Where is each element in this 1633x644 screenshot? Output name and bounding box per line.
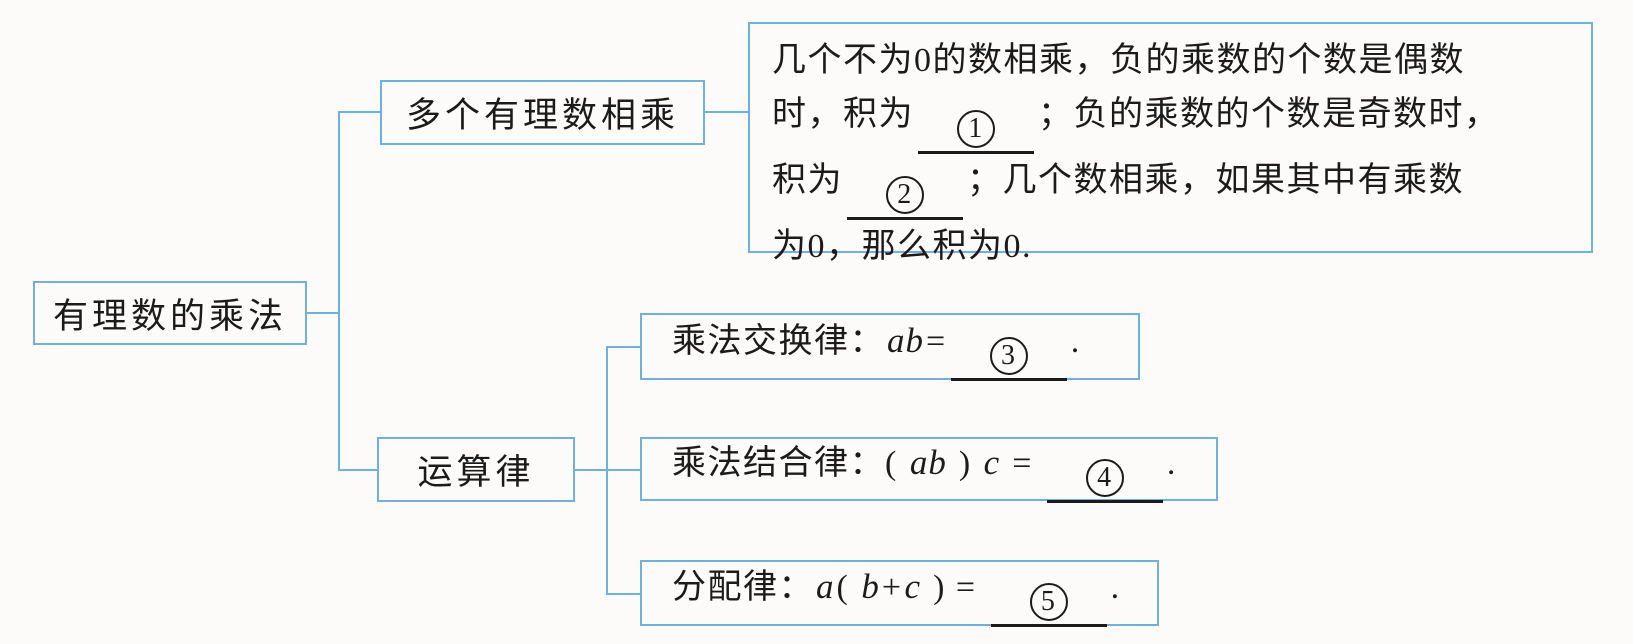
branch-laws-label: 运算律 [417,453,535,492]
text-run: = [1002,445,1043,482]
text-run: 时，积为 [772,96,914,133]
connector-spine-1 [338,111,340,471]
connector-to-multi [338,111,381,113]
text-run: ；几个数相乘，如果其中有乘数 [967,162,1464,199]
connector-root-horizontal [307,312,340,314]
math-variable: a [816,567,835,606]
branch-box-laws: 运算律 [377,437,575,502]
connector-to-laws [338,469,378,471]
circled-number-4: 4 [1085,459,1124,497]
law-box-commutative: 乘法交换律：ab= 3. [640,313,1140,381]
text-run: 乘法结合律： [672,445,885,482]
math-variable: c [904,567,922,606]
text-run: = [926,322,947,360]
detail-text-line: 积为 2 ；几个数相乘，如果其中有乘数 [772,154,1571,220]
connector-multi-to-detail [705,111,749,113]
detail-text-line: 时，积为 1 ；负的乘数的个数是奇数时， [772,88,1571,154]
text-run: ；负的乘数的个数是奇数时， [1038,96,1500,133]
root-box: 有理数的乘法 [33,281,307,345]
connector-to-commutative [606,346,641,348]
answer-blank-5: 5 [990,583,1107,627]
text-run: . [1110,569,1121,606]
connector-to-associative [606,469,641,471]
math-variable: ab [887,320,924,360]
circled-number-5: 5 [1029,583,1068,621]
branch-box-multi: 多个有理数相乘 [380,80,705,145]
law-commutative-text: 乘法交换律：ab= 3. [672,313,1081,381]
text-run: 乘法交换律： [672,322,885,360]
text-run: . [1166,445,1177,482]
circled-number-3: 3 [989,336,1028,375]
text-run: + [881,569,903,606]
answer-blank-3: 3 [950,336,1067,381]
text-run: 分配律： [672,569,814,606]
law-associative-text: 乘法结合律：( ab ) c = 4. [672,435,1177,503]
text-run: ) [948,445,982,482]
circled-number-1: 1 [957,110,995,148]
text-run: ( [836,569,860,606]
circled-number-2: 2 [886,176,924,214]
connector-laws-horizontal [575,469,608,471]
branch-multi-label: 多个有理数相乘 [405,96,679,135]
math-variable: ab [909,443,947,482]
law-box-associative: 乘法结合律：( ab ) c = 4. [640,435,1218,503]
text-run: 几个不为0的数相乘，负的乘数的个数是偶数 [772,42,1465,79]
connector-to-distributive [606,593,641,595]
text-run: ) = [923,569,987,606]
answer-blank-2: 2 [847,176,963,220]
text-run: ( [885,445,908,482]
law-distributive-text: 分配律：a( b+c ) = 5. [672,559,1121,627]
detail-text-line: 几个不为0的数相乘，负的乘数的个数是偶数 [772,34,1571,88]
answer-blank-1: 1 [918,110,1034,154]
detail-box-sign-rules: 几个不为0的数相乘，负的乘数的个数是偶数时，积为 1 ；负的乘数的个数是奇数时， 积为… [748,22,1593,265]
text-run: 为0，那么积为0. [772,228,1032,265]
law-box-distributive: 分配律：a( b+c ) = 5. [640,559,1159,627]
math-variable: b [861,567,880,606]
text-run: . [1070,322,1081,360]
detail-text-line: 为0，那么积为0. [772,220,1571,274]
text-run: 积为 [772,162,843,199]
answer-blank-4: 4 [1046,459,1163,503]
root-label: 有理数的乘法 [52,296,287,336]
math-variable: c [983,443,1001,482]
